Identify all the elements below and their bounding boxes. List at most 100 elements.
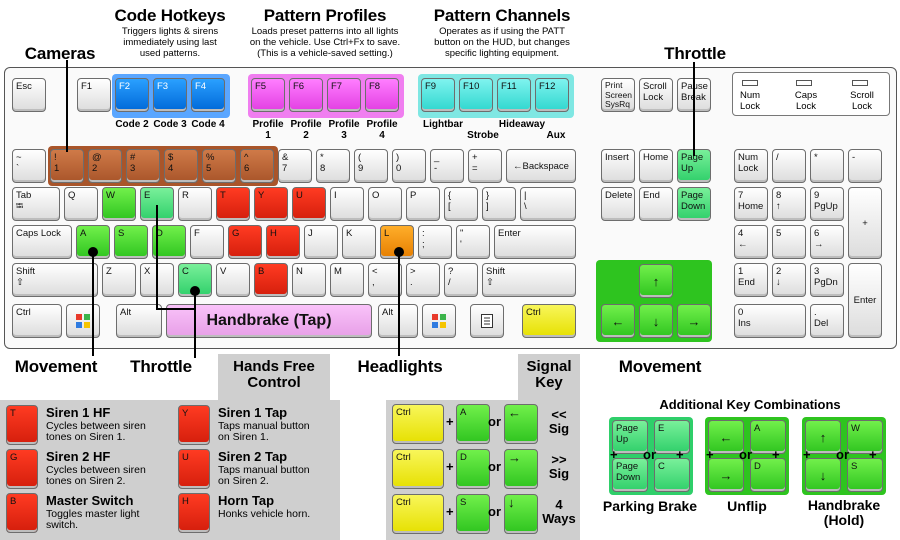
numpad-multiply-key[interactable]: * [810,149,844,183]
key-8[interactable]: * 8 [316,149,350,183]
numpad-1-key[interactable]: 1 End [734,263,768,297]
numpad-3-key[interactable]: 3 PgDn [810,263,844,297]
menu-key[interactable] [470,304,504,338]
key-m[interactable]: M [330,263,364,297]
left-alt-key[interactable]: Alt [116,304,162,338]
key-p[interactable]: P [406,187,440,221]
key-h[interactable]: H [266,225,300,259]
key-1[interactable]: ! 1 [50,149,84,183]
f5-key[interactable]: F5 [251,78,285,112]
num-lock-key[interactable]: Num Lock [734,149,768,183]
key-5[interactable]: % 5 [202,149,236,183]
quote-key[interactable]: " ' [456,225,490,259]
key-s[interactable]: S [114,225,148,259]
scroll-lock-key[interactable]: Scroll Lock [639,78,673,112]
arrow-left-key[interactable]: ← [601,304,635,338]
numpad-4-key[interactable]: 4 ← [734,225,768,259]
key-t[interactable]: T [216,187,250,221]
horn-tap-desc: Honks vehicle horn. [218,508,311,520]
key-v[interactable]: V [216,263,250,297]
left-ctrl-key[interactable]: Ctrl [12,304,62,338]
f1-key[interactable]: F1 [77,78,111,112]
esc-key[interactable]: Esc [12,78,46,112]
key-r[interactable]: R [178,187,212,221]
key-q[interactable]: Q [64,187,98,221]
backslash-key[interactable]: | \ [520,187,576,221]
f2-key[interactable]: F2 [115,78,149,112]
key-o[interactable]: O [368,187,402,221]
key-b[interactable]: B [254,263,288,297]
numpad-dot-key[interactable]: . Del [810,304,844,338]
key-i[interactable]: I [330,187,364,221]
equals-key[interactable]: + = [468,149,502,183]
f8-key[interactable]: F8 [365,78,399,112]
key-3[interactable]: # 3 [126,149,160,183]
right-windows-key[interactable] [422,304,456,338]
f3-key[interactable]: F3 [153,78,187,112]
caps-lock-key[interactable]: Caps Lock [12,225,72,259]
f12-key[interactable]: F12 [535,78,569,112]
numpad-enter-key[interactable]: Enter [848,263,882,338]
right-shift-key[interactable]: Shift ⇧ [482,263,576,297]
page-down-key[interactable]: Page Down [677,187,711,221]
f7-key[interactable]: F7 [327,78,361,112]
left-windows-key[interactable] [66,304,100,338]
f11-key[interactable]: F11 [497,78,531,112]
comma-key[interactable]: < , [368,263,402,297]
panel-key-g: G [6,449,38,489]
slash-key[interactable]: ? / [444,263,478,297]
f10-key[interactable]: F10 [459,78,493,112]
key-j[interactable]: J [304,225,338,259]
f9-key[interactable]: F9 [421,78,455,112]
numpad-plus-key[interactable]: + [848,187,882,259]
backspace-key[interactable]: ←Backspace [506,149,576,183]
right-bracket-key[interactable]: } ] [482,187,516,221]
numpad-minus-key[interactable]: - [848,149,882,183]
numpad-7-key[interactable]: 7 Home [734,187,768,221]
key-6[interactable]: ^ 6 [240,149,274,183]
key-w[interactable]: W [102,187,136,221]
key-u[interactable]: U [292,187,326,221]
end-key[interactable]: End [639,187,673,221]
key-l[interactable]: L [380,225,414,259]
key-g[interactable]: G [228,225,262,259]
key-9[interactable]: ( 9 [354,149,388,183]
spacebar-key[interactable]: Handbrake (Tap) [166,304,372,338]
key-z[interactable]: Z [102,263,136,297]
tilde-key[interactable]: ~ ` [12,149,46,183]
numpad-9-key[interactable]: 9 PgUp [810,187,844,221]
tab-key[interactable]: Tab ⭾ [12,187,60,221]
f4-key[interactable]: F4 [191,78,225,112]
key-k[interactable]: K [342,225,376,259]
key-7[interactable]: & 7 [278,149,312,183]
left-bracket-key[interactable]: { [ [444,187,478,221]
numpad-divide-key[interactable]: / [772,149,806,183]
f6-key[interactable]: F6 [289,78,323,112]
numpad-2-key[interactable]: 2 ↓ [772,263,806,297]
numpad-0-key[interactable]: 0 Ins [734,304,806,338]
signal-or-1: or [488,414,501,429]
minus-key[interactable]: _ - [430,149,464,183]
right-ctrl-key[interactable]: Ctrl [522,304,576,338]
signal-plus-3: + [446,504,454,519]
key-y[interactable]: Y [254,187,288,221]
insert-key[interactable]: Insert [601,149,635,183]
print-screen-key[interactable]: Print Screen SysRq [601,78,635,112]
home-key[interactable]: Home [639,149,673,183]
numpad-5-key[interactable]: 5 [772,225,806,259]
semicolon-key[interactable]: : ; [418,225,452,259]
key-4[interactable]: $ 4 [164,149,198,183]
arrow-down-key[interactable]: ↓ [639,304,673,338]
left-shift-key[interactable]: Shift ⇧ [12,263,98,297]
key-f[interactable]: F [190,225,224,259]
key-2[interactable]: @ 2 [88,149,122,183]
period-key[interactable]: > . [406,263,440,297]
key-n[interactable]: N [292,263,326,297]
numpad-8-key[interactable]: 8 ↑ [772,187,806,221]
delete-key[interactable]: Delete [601,187,635,221]
key-0[interactable]: ) 0 [392,149,426,183]
numpad-6-key[interactable]: 6 → [810,225,844,259]
arrow-up-key[interactable]: ↑ [639,264,673,298]
enter-key[interactable]: Enter [494,225,576,259]
arrow-right-key[interactable]: → [677,304,711,338]
